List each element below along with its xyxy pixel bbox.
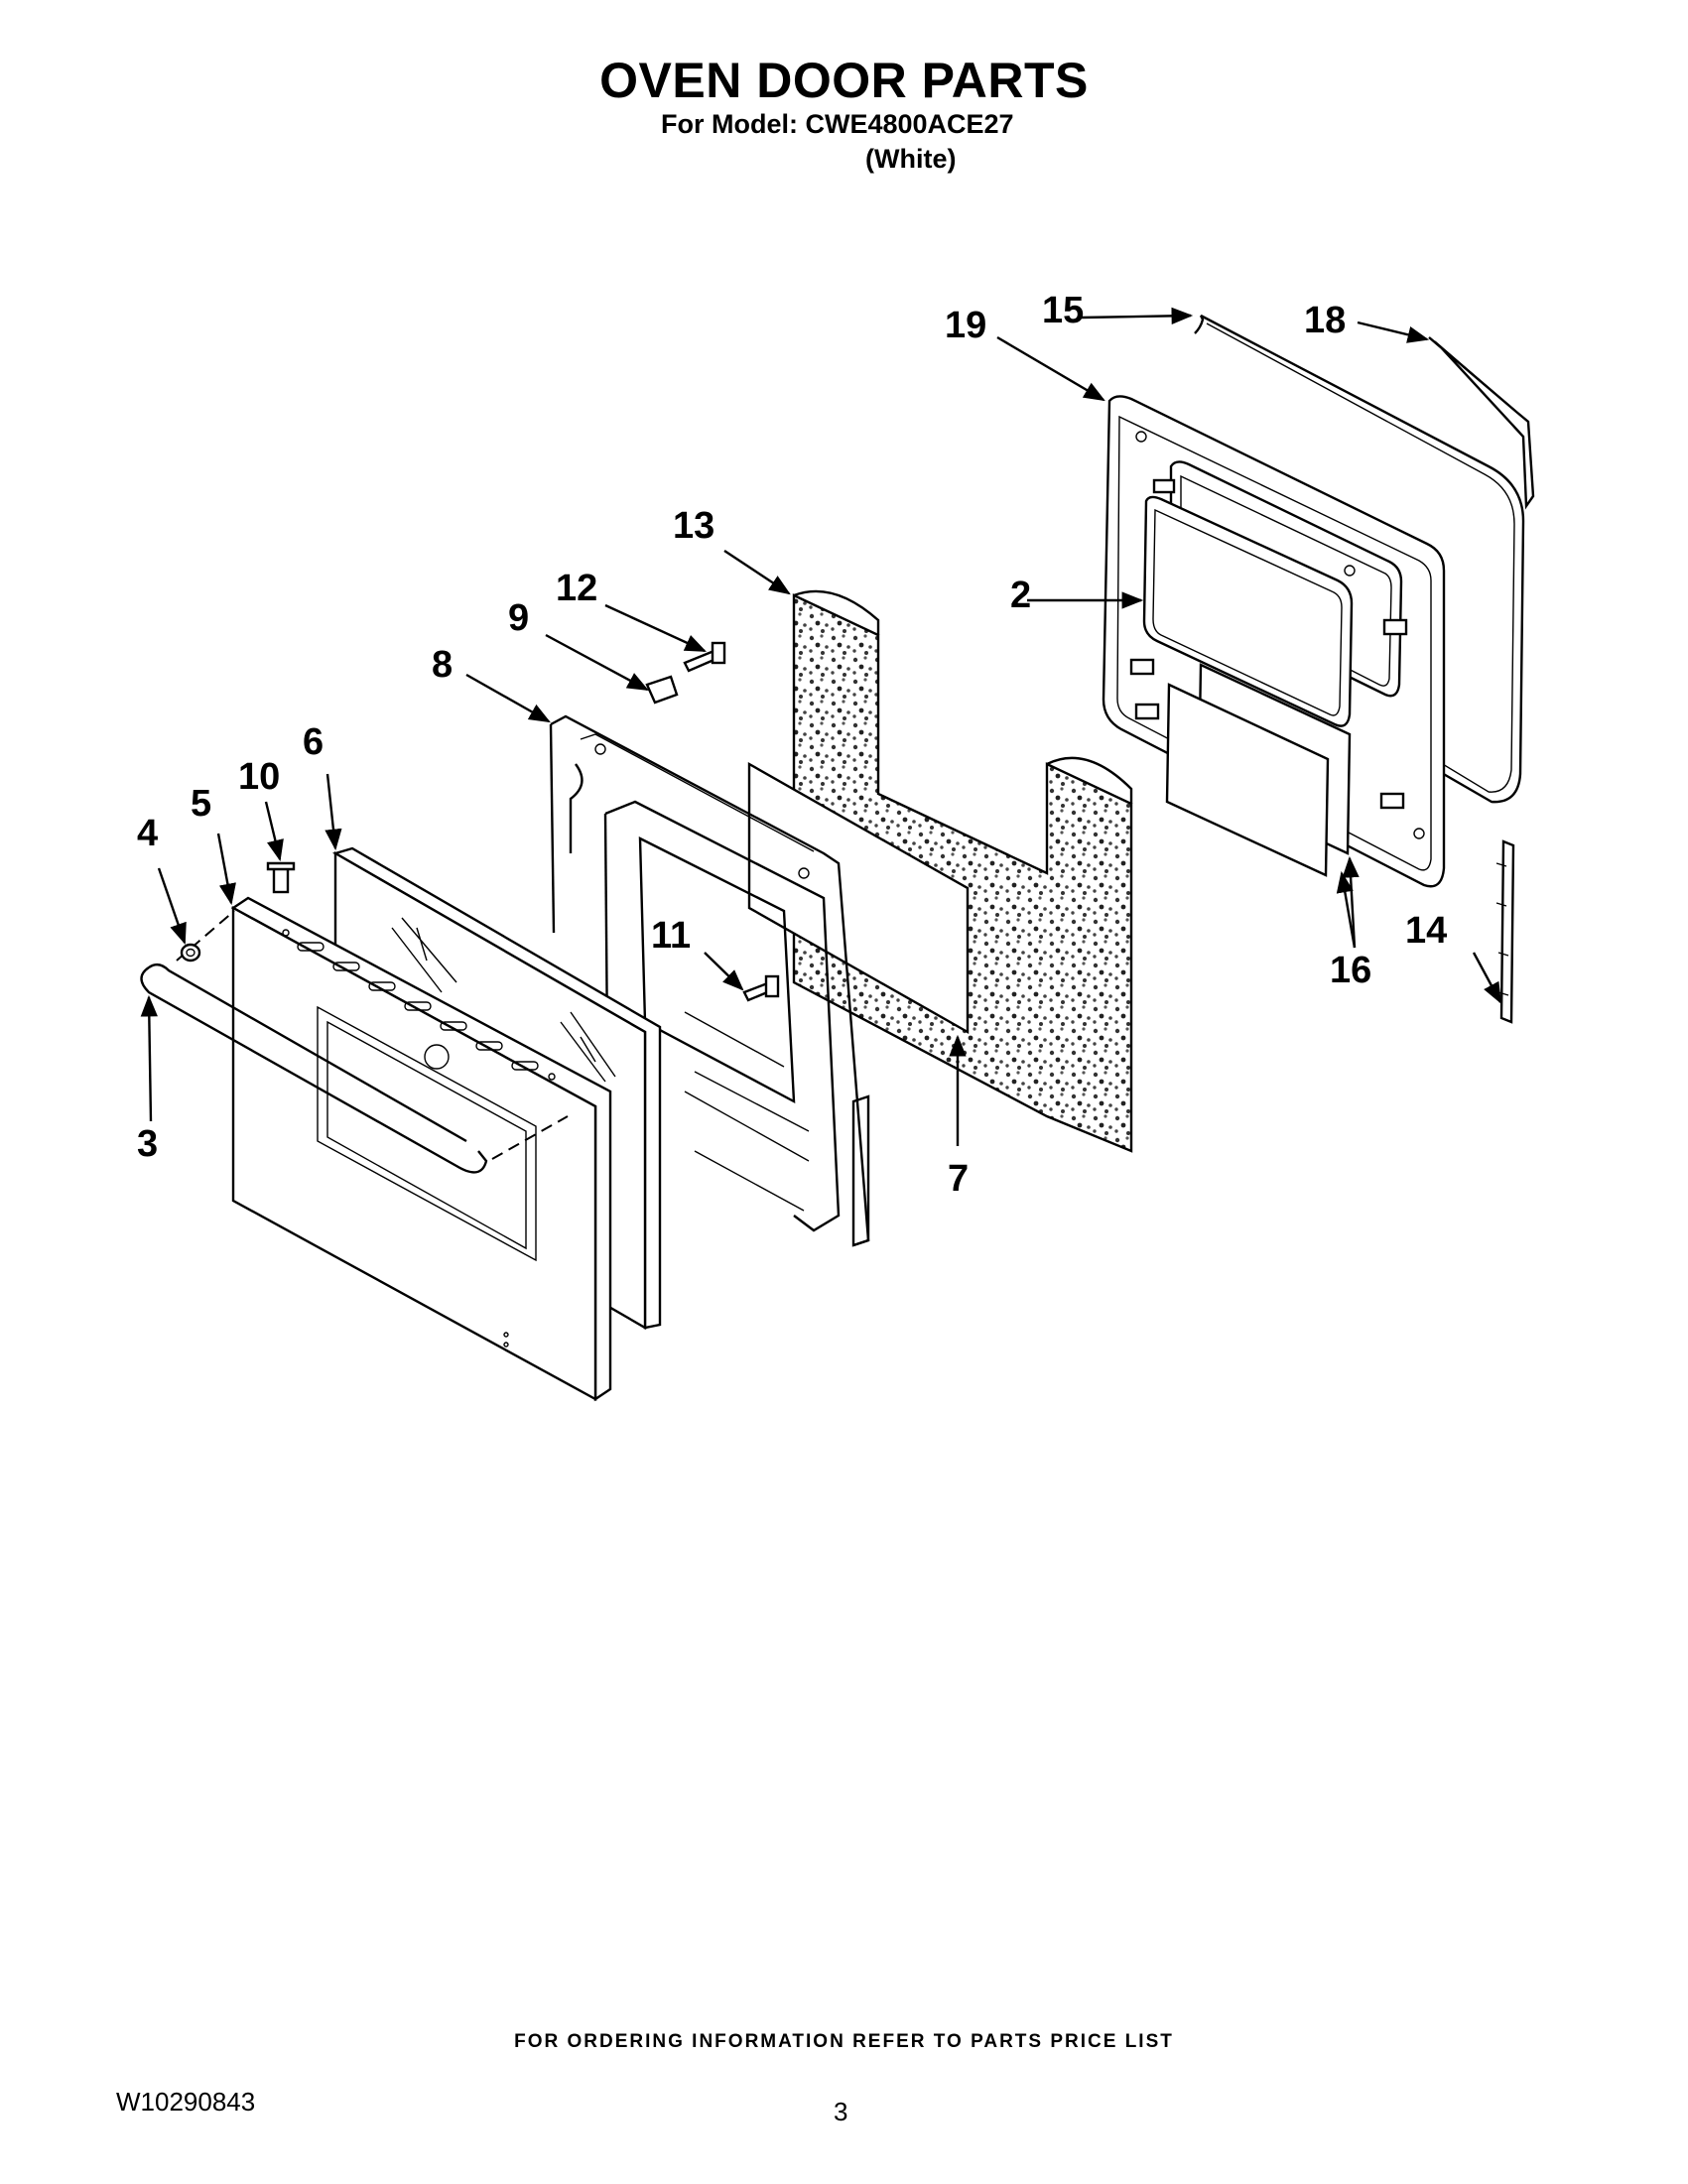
part-4-spacer (180, 943, 201, 963)
callout-2: 2 (1010, 575, 1031, 616)
callout-12: 12 (556, 568, 597, 609)
document-number: W10290843 (116, 2087, 256, 2117)
part-9-clip (645, 675, 679, 705)
callout-7: 7 (948, 1158, 969, 1200)
callout-4: 4 (137, 813, 158, 854)
callout-11: 11 (651, 915, 691, 957)
part-10-screw (266, 861, 296, 894)
part-11-screw (742, 974, 780, 1002)
part-15-gasket (1194, 314, 1525, 804)
page-number: 3 (834, 2097, 848, 2126)
part-13-insulation (792, 589, 1133, 1153)
part-16-glass-panels (1165, 663, 1352, 877)
part-18-trim (1428, 336, 1535, 510)
callout-6: 6 (303, 721, 324, 763)
callout-3: 3 (137, 1123, 158, 1165)
part-5-outer-door (230, 896, 612, 1402)
part-8-door-frame (549, 714, 870, 1247)
callout-13: 13 (673, 505, 714, 547)
part-12-screw (683, 641, 726, 673)
callout-9: 9 (508, 597, 529, 639)
part-3-handle (140, 910, 569, 1174)
callout-15: 15 (1042, 290, 1084, 331)
callout-16: 16 (1330, 950, 1371, 991)
callout-19: 19 (945, 305, 986, 346)
part-14-bracket (1495, 839, 1515, 1024)
callout-14: 14 (1405, 910, 1447, 952)
page-title: OVEN DOOR PARTS (599, 53, 1089, 108)
callout-18: 18 (1304, 300, 1346, 341)
model-number: For Model: CWE4800ACE27 (661, 109, 1014, 139)
callout-8: 8 (432, 644, 453, 686)
callout-5: 5 (191, 783, 211, 825)
ordering-note: FOR ORDERING INFORMATION REFER TO PARTS … (514, 2031, 1174, 2052)
model-color: (White) (865, 144, 957, 174)
leader-lines (140, 307, 1502, 1146)
callout-10: 10 (238, 756, 280, 798)
